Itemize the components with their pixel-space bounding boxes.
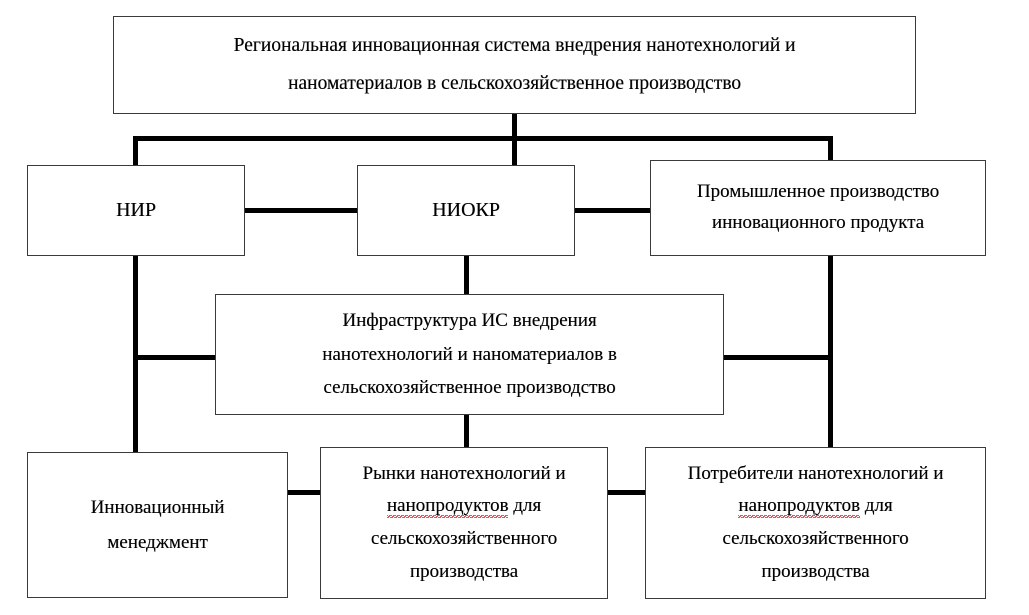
edge-nir-left-rail (133, 255, 138, 453)
node-markets-text: Рынки нанотехнологий и нанопродуктов для… (321, 458, 607, 589)
edge-right-rail-to-infrastructure (722, 355, 832, 360)
consumers-misspelled-word: нанопродуктов (738, 495, 860, 517)
infrastructure-line-1: Инфраструктура ИС внедрения (342, 309, 597, 331)
node-infrastructure-text: Инфраструктура ИС внедрения нанотехнолог… (216, 304, 723, 405)
markets-line-3: сельскохозяйственного (370, 528, 558, 549)
node-nir[interactable]: НИР (27, 165, 245, 256)
management-line-1: Инновационный (90, 496, 225, 518)
edge-root-to-bus (512, 113, 517, 138)
node-consumers-text: Потребители нанотехнологий и нанопродукт… (646, 458, 985, 589)
edge-bus-to-industrial (828, 136, 833, 163)
consumers-line-1: Потребители нанотехнологий и (687, 462, 944, 484)
edge-nir-to-niokr (243, 208, 359, 213)
node-innovation-management-text: Инновационный менеджмент (28, 490, 287, 560)
node-niokr-text: НИОКР (358, 194, 574, 226)
consumers-line-2-rest: для (859, 495, 893, 517)
niokr-line-1: НИОКР (432, 199, 500, 222)
consumers-line-3: сельскохозяйственного (722, 528, 909, 549)
markets-misspelled-word: нанопродуктов (386, 495, 509, 517)
consumers-line-4: производства (761, 560, 870, 582)
edge-bus-to-niokr (512, 136, 517, 167)
edge-niokr-to-infrastructure (464, 255, 469, 296)
industrial-line-1: Промышленное производство (696, 181, 940, 203)
edge-management-to-markets (286, 490, 324, 495)
node-innovation-management[interactable]: Инновационный менеджмент (27, 452, 288, 598)
node-regional-innovation-system[interactable]: Региональная инновационная система внедр… (113, 16, 916, 114)
node-nir-text: НИР (28, 194, 244, 226)
edge-infrastructure-to-markets (464, 413, 469, 450)
markets-line-2-rest: для (508, 495, 542, 517)
edge-left-rail-to-infrastructure (133, 355, 217, 360)
markets-line-1: Рынки нанотехнологий и (362, 462, 566, 484)
root-line-1: Региональная инновационная система внедр… (233, 34, 796, 56)
edge-niokr-to-industrial (573, 208, 652, 213)
infrastructure-line-2: нанотехнологий и наноматериалов в (322, 343, 617, 365)
node-regional-innovation-system-text: Региональная инновационная система внедр… (114, 27, 915, 103)
edge-markets-to-consumers (605, 490, 649, 495)
edge-bus-to-nir (133, 136, 138, 167)
infrastructure-line-3: сельскохозяйственное производство (323, 377, 616, 399)
node-infrastructure[interactable]: Инфраструктура ИС внедрения нанотехнолог… (215, 294, 724, 415)
management-line-2: менеджмент (107, 532, 208, 553)
node-markets[interactable]: Рынки нанотехнологий и нанопродуктов для… (320, 447, 608, 599)
nir-line-1: НИР (115, 199, 156, 222)
edge-distribution-bus (133, 136, 833, 141)
industrial-line-2: инновационного продукта (711, 212, 925, 233)
node-industrial-production-text: Промышленное производство инновационного… (651, 177, 985, 239)
markets-line-4: производства (409, 560, 519, 582)
node-consumers[interactable]: Потребители нанотехнологий и нанопродукт… (645, 447, 986, 599)
node-niokr[interactable]: НИОКР (357, 165, 575, 256)
node-industrial-production[interactable]: Промышленное производство инновационного… (650, 160, 986, 256)
edge-industrial-right-rail (828, 255, 833, 449)
root-line-2: наноматериалов в сельскохозяйственное пр… (287, 73, 742, 94)
